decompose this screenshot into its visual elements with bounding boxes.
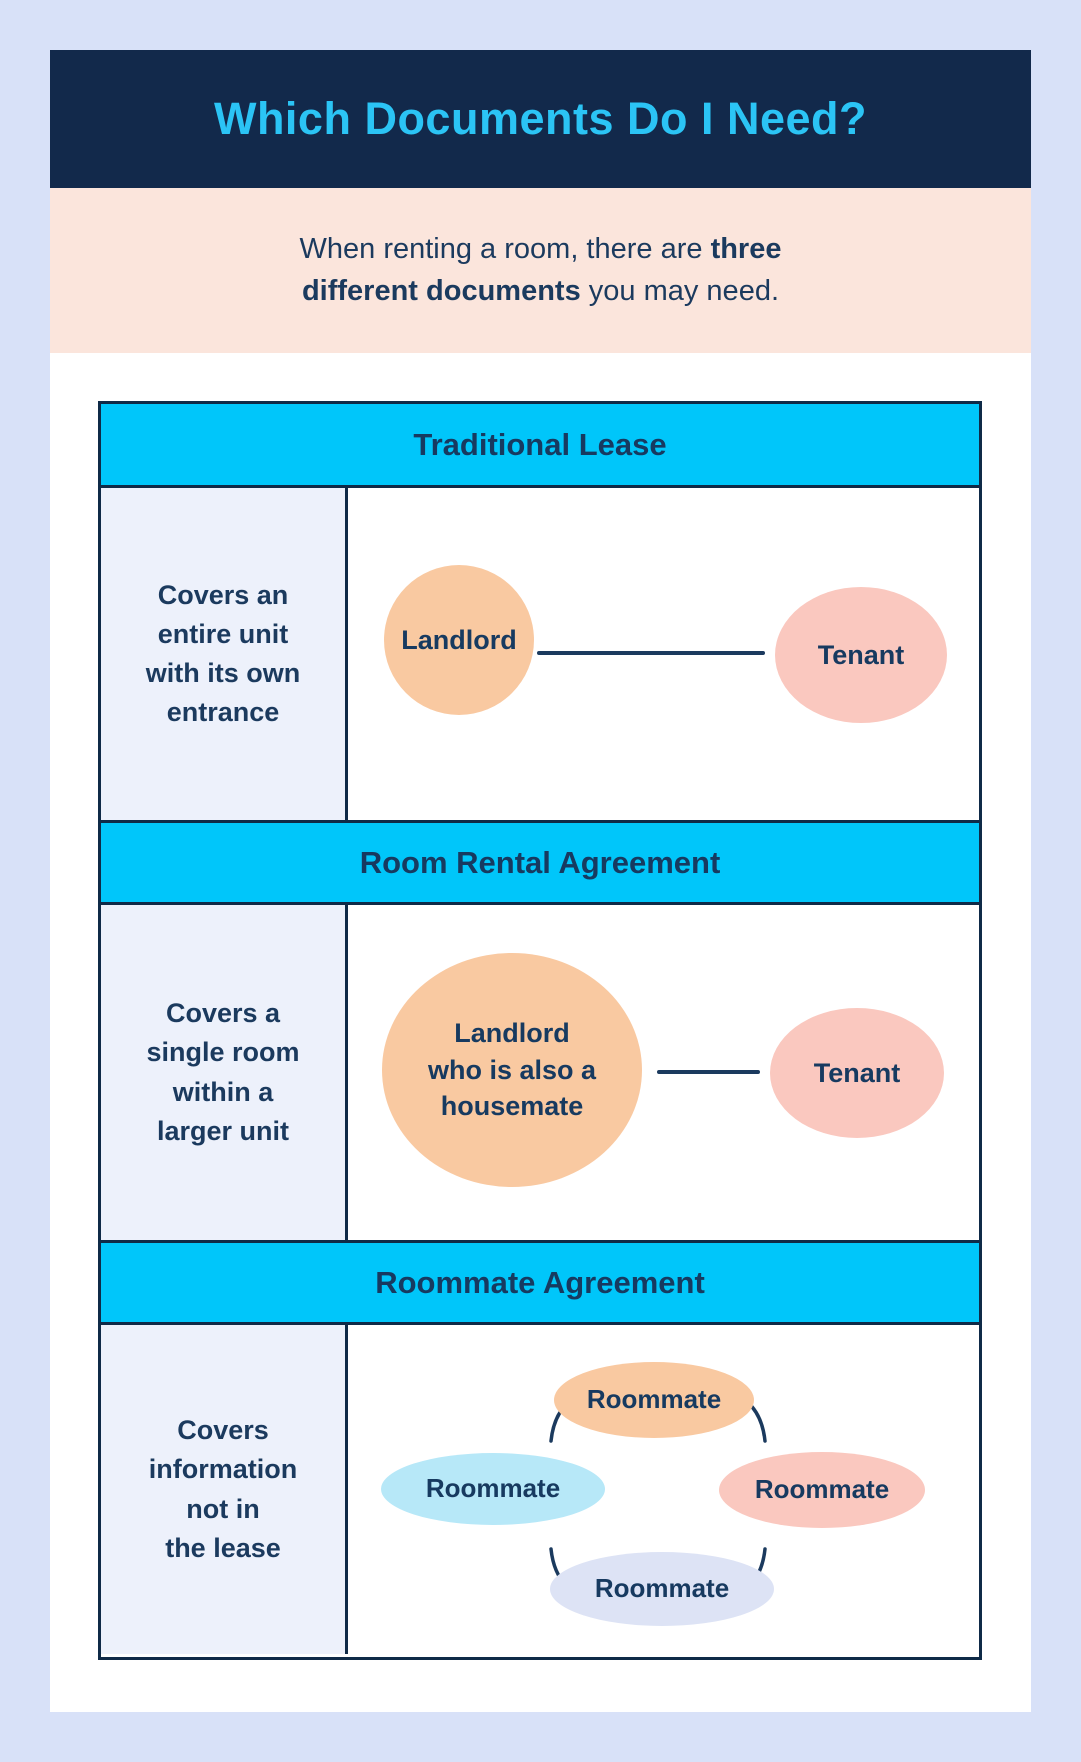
page-header: Which Documents Do I Need? [50,50,1031,188]
roommate-left-ellipse: Roommate [381,1453,605,1525]
roommate-bottom-ellipse: Roommate [550,1552,774,1626]
section-row-room-rental-agreement: Covers a single room within a larger uni… [101,905,979,1243]
intro-band: When renting a room, there are three dif… [50,188,1031,353]
section-title: Room Rental Agreement [359,844,721,880]
roommate-cycle-diagram: Roommate Roommate Roommate Roommate [348,1325,979,1654]
intro-text-after: you may need. [580,274,780,307]
section-header-traditional-lease: Traditional Lease [101,404,979,488]
page-title: Which Documents Do I Need? [213,93,868,144]
section-description: Covers information not in the lease [101,1325,348,1654]
section-row-roommate-agreement: Covers information not in the lease Room… [101,1325,979,1654]
section-header-room-rental-agreement: Room Rental Agreement [101,823,979,905]
roommate-top-ellipse: Roommate [554,1362,754,1438]
section-description: Covers an entire unit with its own entra… [101,488,348,820]
section-row-traditional-lease: Covers an entire unit with its own entra… [101,488,979,823]
section-header-roommate-agreement: Roommate Agreement [101,1243,979,1325]
landlord-tenant-connector-line [657,1070,760,1074]
room-rental-diagram: Landlord who is also a housemate Tenant [348,905,979,1240]
section-title: Roommate Agreement [375,1264,705,1300]
traditional-lease-diagram: Landlord Tenant [348,488,979,820]
landlord-circle: Landlord [384,565,534,715]
documents-table: Traditional Lease Covers an entire unit … [98,401,982,1660]
landlord-housemate-circle: Landlord who is also a housemate [382,953,642,1187]
intro-text-bold: three different documents [301,233,782,307]
tenant-ellipse: Tenant [775,587,947,723]
roommate-right-ellipse: Roommate [719,1452,925,1528]
section-description: Covers a single room within a larger uni… [101,905,348,1240]
intro-text-before: When renting a room, there are [299,233,711,266]
intro-text: When renting a room, there are three dif… [251,229,831,311]
landlord-tenant-connector-line [537,651,765,655]
tenant-ellipse: Tenant [770,1008,944,1138]
infographic-card: Which Documents Do I Need? When renting … [50,50,1031,1712]
section-title: Traditional Lease [413,426,667,462]
